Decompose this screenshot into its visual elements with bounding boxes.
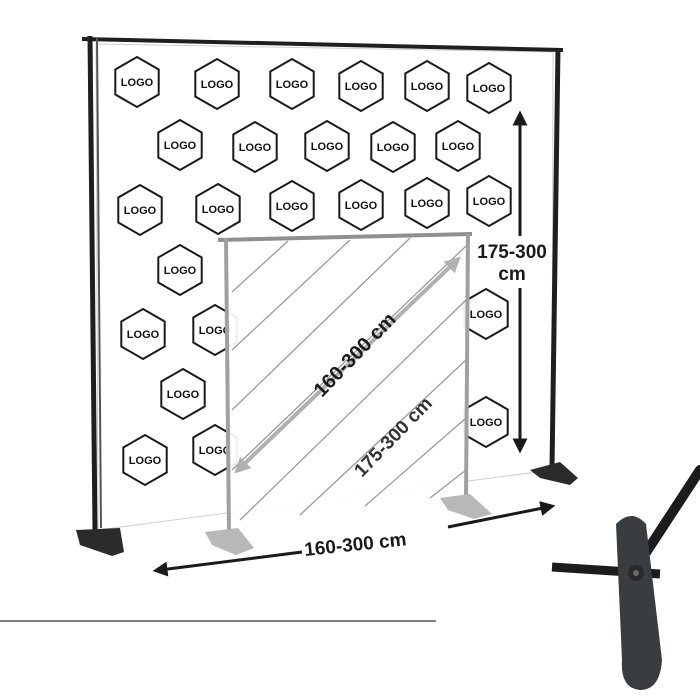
logo-label: LOGO	[202, 204, 235, 216]
logo-label: LOGO	[164, 140, 197, 152]
logo-label: LOGO	[276, 79, 309, 91]
logo-label: LOGO	[470, 309, 503, 321]
logo-label: LOGO	[345, 81, 378, 93]
logo-label: LOGO	[199, 445, 232, 457]
logo-label: LOGO	[470, 417, 503, 429]
logo-label: LOGO	[442, 141, 475, 153]
large-left-pole	[87, 35, 98, 531]
logo-hexagon: LOGO	[194, 57, 240, 111]
logo-hexagon: LOGO	[404, 59, 450, 113]
small-top-bar	[217, 232, 473, 242]
logo-label: LOGO	[199, 325, 232, 337]
logo-hexagon: LOGO	[338, 178, 384, 232]
logo-label: LOGO	[164, 265, 197, 277]
logo-hexagon: LOGO	[404, 176, 450, 230]
large-top-bar	[81, 37, 564, 52]
logo-hexagon: LOGO	[466, 61, 512, 115]
large-right-pole	[549, 47, 561, 469]
logo-hexagon: LOGO	[338, 59, 384, 113]
large-right-foot	[530, 462, 578, 485]
logo-hexagon: LOGO	[122, 433, 168, 487]
logo-hexagon: LOGO	[157, 243, 203, 297]
small-right-pole	[464, 233, 470, 501]
logo-label: LOGO	[311, 141, 344, 153]
logo-hexagon: LOGO	[117, 183, 163, 237]
diagonal-dimension-arrow	[234, 256, 461, 474]
logo-hexagon: LOGO	[114, 55, 160, 109]
large-height-label: 175-300	[477, 242, 547, 263]
logo-hexagon: LOGO	[435, 119, 481, 173]
logo-label: LOGO	[201, 79, 234, 91]
logo-label: LOGO	[121, 77, 154, 89]
logo-label: LOGO	[345, 200, 378, 212]
logo-label: LOGO	[127, 329, 160, 341]
logo-label: LOGO	[473, 196, 506, 208]
foot-detail-closeup	[551, 465, 700, 690]
logo-hexagon: LOGO	[269, 57, 315, 111]
logo-hexagon: LOGO	[269, 179, 315, 233]
logo-hexagon: LOGO	[370, 120, 416, 174]
logo-label: LOGO	[473, 83, 506, 95]
logo-hexagon: LOGO	[232, 120, 278, 174]
logo-label: LOGO	[411, 198, 444, 210]
logo-hexagon: LOGO	[160, 367, 206, 421]
large-height-unit: cm	[498, 264, 525, 285]
logo-grid: LOGO LOGO LOGO LOGO LOGO LOGO LOGO LOGO LOGO LOGO…	[114, 55, 512, 487]
large-width-arrow-left	[152, 550, 303, 577]
small-left-pole	[224, 237, 231, 535]
logo-hexagon: LOGO	[195, 182, 241, 236]
logo-hexagon: LOGO	[304, 119, 350, 173]
logo-hexagon: LOGO	[466, 174, 512, 228]
logo-label: LOGO	[239, 142, 272, 154]
logo-hexagon: LOGO	[157, 118, 203, 172]
logo-label: LOGO	[411, 81, 444, 93]
large-left-foot	[76, 528, 124, 556]
logo-hexagon: LOGO	[120, 307, 166, 361]
logo-label: LOGO	[129, 455, 162, 467]
logo-label: LOGO	[276, 201, 309, 213]
small-backdrop: 160-300 cm 175-300 cm	[205, 232, 492, 555]
logo-label: LOGO	[377, 142, 410, 154]
logo-label: LOGO	[167, 389, 200, 401]
large-width-label: 160-300 cm	[303, 529, 407, 561]
logo-label: LOGO	[124, 205, 157, 217]
small-right-foot	[440, 494, 492, 519]
small-left-foot	[205, 528, 254, 555]
detail-foot-plate	[616, 516, 662, 690]
large-width-arrow-right	[447, 501, 556, 529]
